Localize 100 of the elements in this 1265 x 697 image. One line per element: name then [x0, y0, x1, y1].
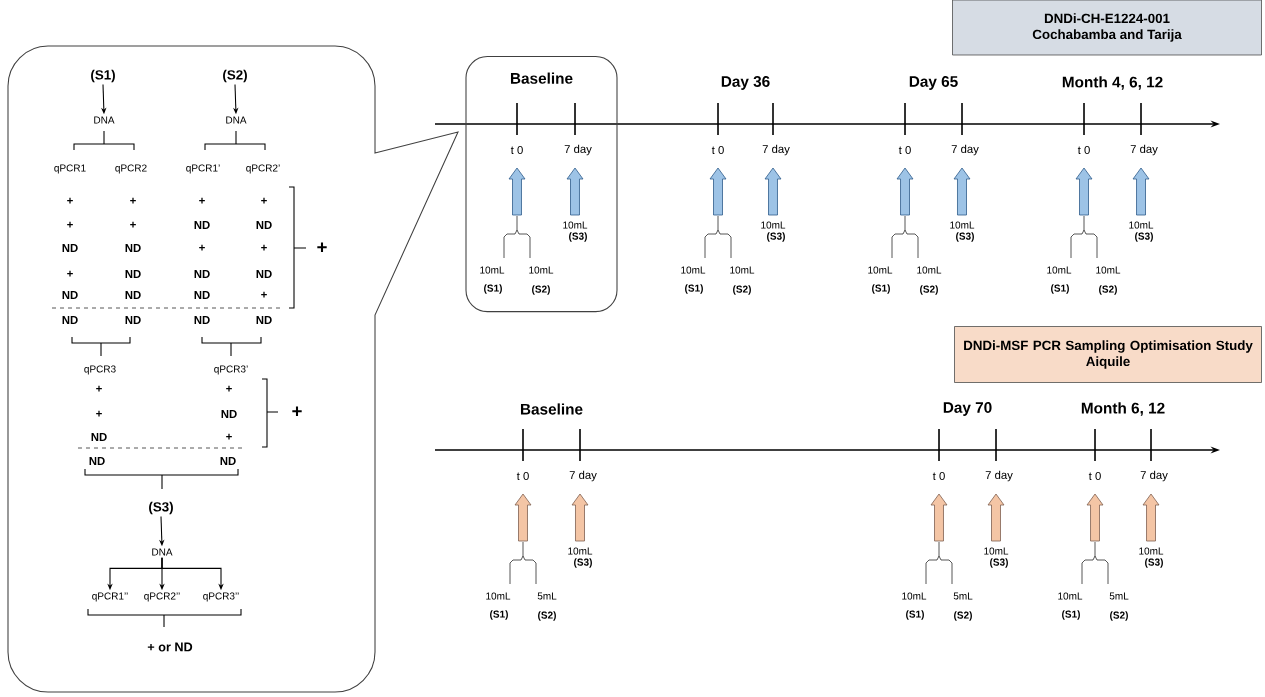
sample-label: (S2) [920, 285, 938, 295]
sample-label: (S1) [490, 610, 508, 620]
result-mark: ND [256, 316, 272, 324]
result-mark: ND [194, 221, 210, 229]
result-mark: ND [91, 433, 107, 441]
sample-label: (S1) [906, 610, 924, 620]
assay-label: qPCR1 [54, 164, 86, 174]
sample-label: (S2) [1099, 285, 1117, 295]
visit-heading: Day 36 [721, 76, 770, 90]
result-mark: + [226, 433, 232, 440]
result-mark: + [261, 291, 267, 298]
result-mark: + [130, 221, 136, 228]
assay-label: qPCR1’’ [92, 592, 128, 602]
result-mark: ND [125, 244, 141, 252]
assay-label: qPCR3’ [214, 365, 248, 375]
volume-label: 10mL [902, 592, 927, 600]
sample-label: (S2) [733, 285, 751, 295]
volume-label: 10mL [529, 266, 554, 274]
volume-label: 10mL [917, 266, 942, 274]
timepoint-label: t 0 [510, 146, 523, 154]
volume-label: 5mL [1109, 592, 1129, 600]
sample-label: (S1) [1051, 284, 1069, 294]
result-summary: + [317, 242, 327, 252]
sample-label: (S3) [574, 558, 592, 568]
result-summary: + [292, 406, 302, 416]
result-mark: + [199, 197, 205, 204]
volume-label: 10mL [761, 221, 786, 229]
result-mark: ND [256, 221, 272, 229]
visit-heading: Month 6, 12 [1081, 402, 1165, 416]
volume-label: 5mL [953, 592, 973, 600]
result-mark: ND [125, 291, 141, 299]
result-mark: + [96, 410, 102, 417]
result-mark: ND [125, 270, 141, 278]
sample-label: (S2) [223, 69, 247, 83]
assay-label: qPCR2 [115, 164, 147, 174]
callout-box [7, 45, 459, 693]
sample-label: (S2) [1110, 611, 1128, 621]
sample-label: (S1) [484, 284, 502, 294]
result-mark: ND [194, 270, 210, 278]
sample-label: (S3) [1135, 232, 1153, 242]
volume-label: 10mL [1129, 221, 1154, 229]
timepoint-label: 7 day [569, 470, 597, 482]
result-mark: ND [62, 291, 78, 299]
visit-heading: Day 70 [943, 402, 992, 416]
sample-label: (S3) [767, 232, 785, 242]
timepoint-label: t 0 [711, 146, 724, 154]
volume-label: 10mL [563, 221, 588, 229]
volume-label: 10mL [730, 266, 755, 274]
timepoint-label: 7 day [762, 144, 790, 156]
timepoint-label: t 0 [516, 472, 529, 480]
volume-label: 10mL [984, 547, 1009, 555]
result-mark: + [261, 244, 267, 251]
result-mark: ND [221, 410, 237, 418]
result-mark: + [67, 270, 73, 277]
assay-label: qPCR3 [84, 365, 116, 375]
volume-label: 10mL [1047, 266, 1072, 274]
result-mark: ND [62, 244, 78, 252]
timepoint-label: t 0 [1088, 472, 1101, 480]
visit-heading: Day 65 [909, 76, 958, 90]
result-mark: + [261, 197, 267, 204]
visit-heading: Baseline [521, 403, 583, 415]
sample-label: (S3) [1145, 558, 1163, 568]
result-mark: + [226, 385, 232, 392]
result-mark: ND [89, 457, 105, 465]
final-result: + or ND [147, 642, 193, 652]
sample-label: (S3) [990, 558, 1008, 568]
visit-heading: Month 4, 6, 12 [1062, 76, 1163, 90]
result-mark: ND [62, 316, 78, 324]
sample-label: (S3) [956, 232, 974, 242]
timepoint-label: t 0 [1077, 146, 1090, 154]
volume-label: 10mL [486, 592, 511, 600]
sample-label: (S3) [569, 232, 587, 242]
sample-label: (S3) [149, 501, 173, 515]
result-mark: + [199, 244, 205, 251]
volume-label: 10mL [568, 547, 593, 555]
timepoint-label: t 0 [932, 472, 945, 480]
sample-label: (S1) [685, 284, 703, 294]
dna-label: DNA [226, 116, 247, 124]
sample-label: (S1) [91, 69, 115, 83]
result-mark: ND [194, 316, 210, 324]
timepoint-label: 7 day [951, 144, 979, 156]
result-mark: ND [194, 291, 210, 299]
timepoint-label: 7 day [1130, 144, 1158, 156]
study-title-box: DNDi-MSF PCR Sampling Optimisation Study Aiquile [954, 326, 1262, 383]
assay-label: qPCR2’’ [144, 592, 180, 602]
result-mark: + [67, 221, 73, 228]
sample-label: (S2) [532, 285, 550, 295]
timepoint-label: 7 day [564, 144, 592, 156]
assay-label: qPCR1’ [186, 164, 220, 174]
sample-label: (S2) [538, 611, 556, 621]
study-title-box: DNDi-CH-E1224-001 Cochabamba and Tarija [952, 0, 1262, 56]
dna-label: DNA [152, 548, 173, 556]
timepoint-label: 7 day [1140, 470, 1168, 482]
dna-label: DNA [94, 116, 115, 124]
timepoint-label: t 0 [898, 146, 911, 154]
volume-label: 5mL [537, 592, 557, 600]
sample-label: (S1) [1062, 610, 1080, 620]
assay-label: qPCR3’’ [203, 592, 239, 602]
result-mark: ND [256, 270, 272, 278]
volume-label: 10mL [950, 221, 975, 229]
